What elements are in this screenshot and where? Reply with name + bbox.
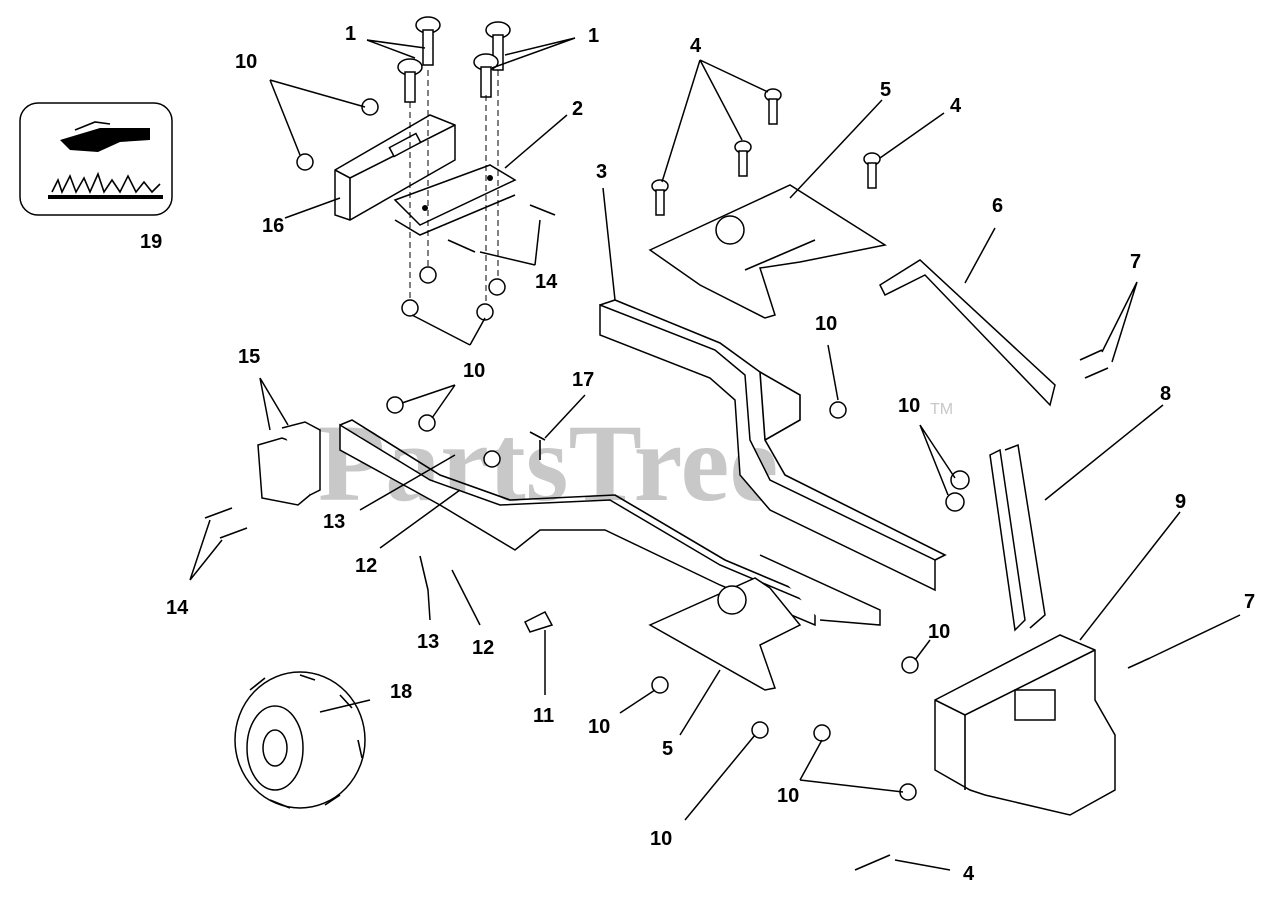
vertical-bracket[interactable] [989,443,1046,632]
callout-1: 1 [345,23,356,45]
callout-17: 17 [572,369,594,391]
callout-10: 10 [588,716,610,738]
callout-10: 10 [815,313,837,335]
callout-12: 12 [355,555,377,577]
callout-10: 10 [928,621,950,643]
frame-rail-right[interactable] [599,299,947,592]
callout-5: 5 [662,738,673,760]
support-arm[interactable] [879,259,1056,407]
hex-bolts-upper[interactable] [447,204,556,253]
warning-decal[interactable] [19,102,173,216]
callout-13: 13 [417,631,439,653]
mounting-plate-upper[interactable] [648,184,887,319]
callout-2: 2 [572,98,583,120]
hex-nuts[interactable] [296,98,970,801]
callout-5: 5 [880,79,891,101]
callout-13: 13 [323,511,345,533]
frame-rail-left[interactable] [339,419,881,627]
rear-housing[interactable] [934,634,1116,816]
carriage-bolts[interactable] [397,16,511,103]
callout-10: 10 [898,395,920,417]
callout-9: 9 [1175,491,1186,513]
watermark-trademark: TM [930,401,953,418]
callout-12: 12 [472,637,494,659]
callout-10: 10 [463,360,485,382]
callout-4: 4 [950,95,962,117]
callout-3: 3 [596,161,607,183]
hex-bolts-lower[interactable] [204,507,248,539]
callout-4: 4 [690,35,702,57]
leader-lines [189,37,1241,871]
callout-16: 16 [262,215,284,237]
callout-labels: 1 1 10 2 16 14 19 10 4 5 4 3 6 7 10 15 1… [140,23,1255,885]
callout-19: 19 [140,231,162,253]
callout-6: 6 [992,195,1003,217]
callout-7: 7 [1244,591,1255,613]
screws-item-4[interactable] [651,88,1151,871]
callout-7: 7 [1130,251,1141,273]
screws-item-7[interactable] [1079,349,1109,379]
callout-4: 4 [963,863,975,885]
callout-14: 14 [166,597,189,619]
callout-14: 14 [535,271,558,293]
grease-fittings[interactable] [419,431,554,633]
weight-bracket-assembly[interactable] [334,114,517,236]
callout-1: 1 [588,25,599,47]
mounting-plate-lower[interactable] [648,577,802,691]
callout-10: 10 [777,785,799,807]
callout-8: 8 [1160,383,1171,405]
callout-10: 10 [235,51,257,73]
hand-hazard-icon [48,121,163,199]
callout-15: 15 [238,346,260,368]
callout-11: 11 [533,705,554,727]
side-brackets[interactable] [257,421,321,506]
callout-10: 10 [650,828,672,850]
callout-18: 18 [390,681,412,703]
tire[interactable] [234,671,366,809]
